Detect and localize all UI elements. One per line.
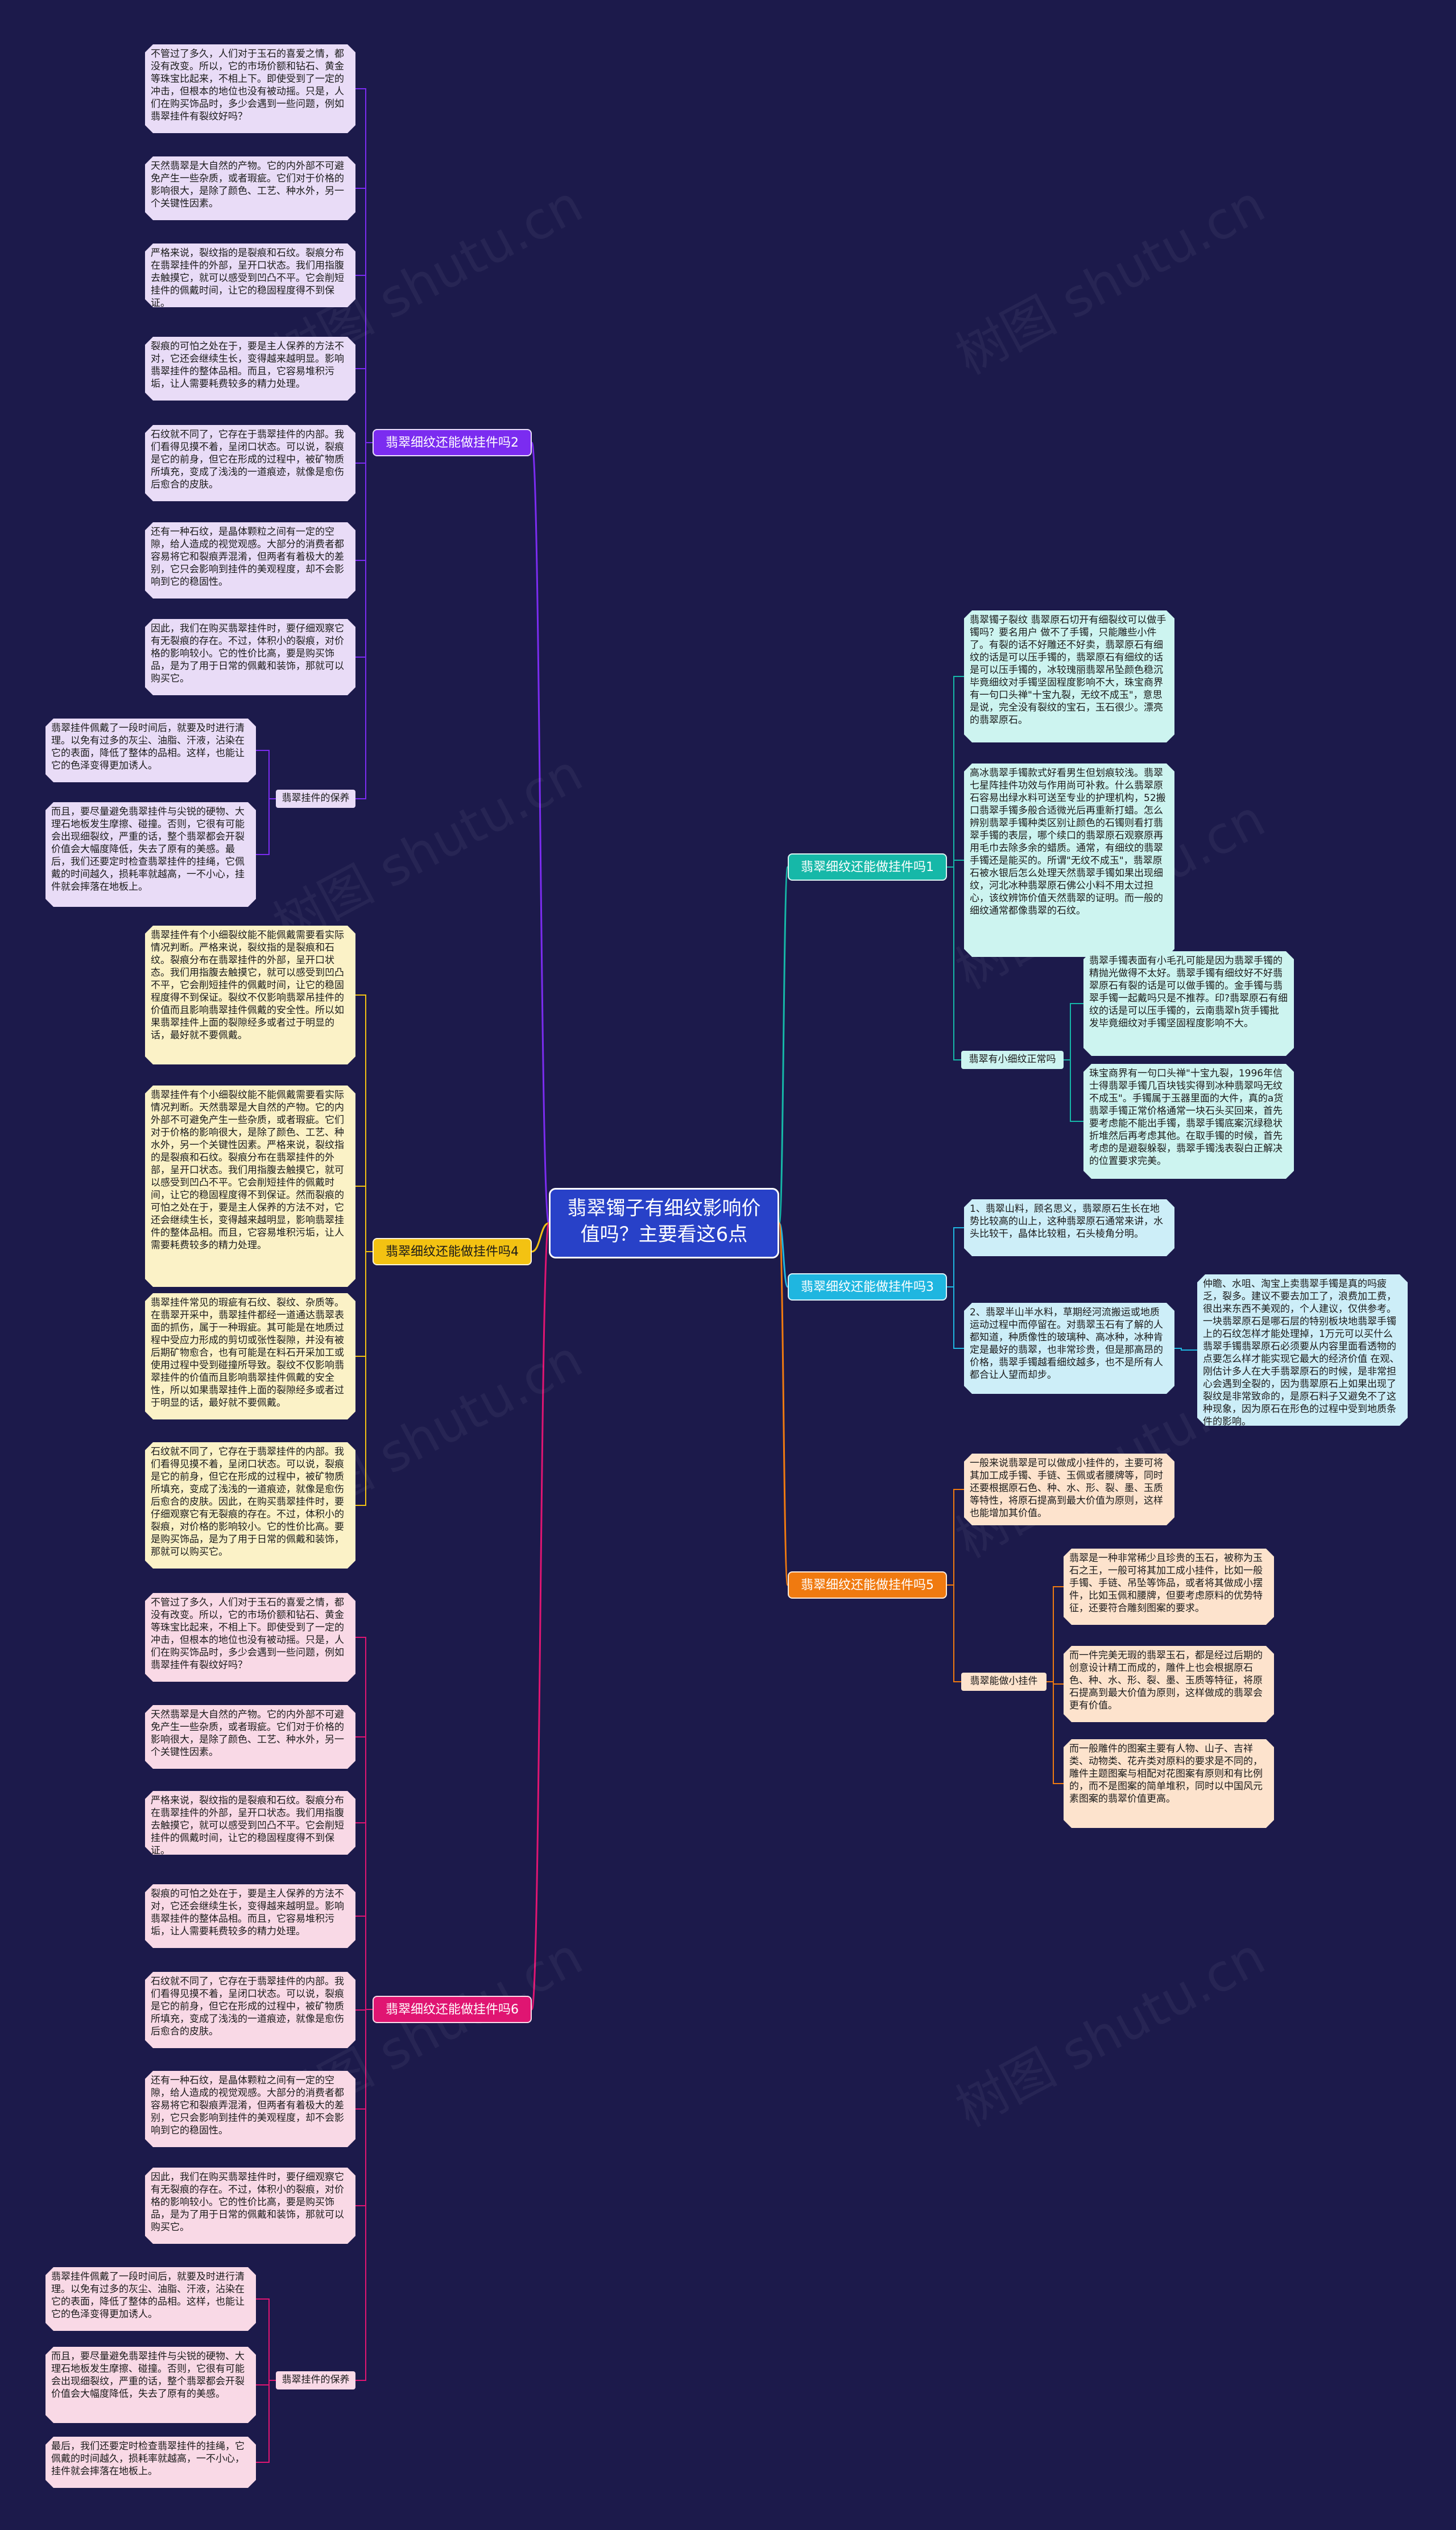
connector-line <box>355 442 373 464</box>
sub-topic[interactable]: 翡翠挂件的保养 <box>276 2371 355 2389</box>
connector-line <box>355 1916 373 2010</box>
branch-node-6[interactable]: 翡翠细纹还能做挂件吗6 <box>373 1996 532 2023</box>
leaf-text: 石纹就不同了，它存在于翡翠挂件的内部。我们看得见摸不着，呈闭口状态。可以说，裂痕… <box>145 425 355 501</box>
branch-node-3[interactable]: 翡翠细纹还能做挂件吗3 <box>788 1273 947 1301</box>
connector-line <box>256 750 276 799</box>
connector-line <box>778 866 789 1224</box>
leaf-text: 翡翠挂件有个小细裂纹能不能佩戴需要看实际情况判断。严格来说，裂纹指的是裂痕和石纹… <box>145 926 355 1064</box>
leaf-text: 而一件完美无瑕的翡翠玉石，都是经过后期的创意设计精工而成的，雕件上也会根据原石色… <box>1064 1646 1274 1722</box>
leaf-text: 不管过了多久，人们对于玉石的喜爱之情，都没有改变。所以，它的市场价额和钻石、黄金… <box>145 1593 355 1682</box>
leaf-text: 最后，我们还要定时检查翡翠挂件的挂绳，它佩戴的时间越久，损耗率就越高，一不小心，… <box>46 2437 256 2488</box>
connector-line <box>778 1222 789 1586</box>
connector-line <box>947 1286 964 1349</box>
leaf-text: 翡翠镯子裂纹 翡翠原石切开有细裂纹可以做手镯吗？要名用户 做不了手镯，只能雕些小… <box>964 610 1174 742</box>
leaf-text: 1、翡翠山料，顾名思义，翡翠原石生长在地势比较高的山上，这种翡翠原石通常来讲，水… <box>964 1199 1174 1256</box>
connector-line <box>355 1251 373 1506</box>
connector-line <box>947 1227 964 1287</box>
connector-line <box>1064 1003 1083 1060</box>
branch-node-4[interactable]: 翡翠细纹还能做挂件吗4 <box>373 1238 532 1265</box>
leaf-text: 翡翠手镯表面有小毛孔可能是因为翡翠手镯的精抛光做得不太好。翡翠手镯有细纹好不好翡… <box>1083 951 1294 1056</box>
connector-line <box>355 1736 373 2010</box>
leaf-text: 石纹就不同了，它存在于翡翠挂件的内部。我们看得见摸不着，呈闭口状态。可以说，裂痕… <box>145 1972 355 2048</box>
central-topic[interactable]: 翡翠镯子有细纹影响价值吗？主要看这6点 <box>549 1188 779 1258</box>
branch-node-1[interactable]: 翡翠细纹还能做挂件吗1 <box>788 853 947 881</box>
leaf-text: 翡翠挂件佩戴了一段时间后，就要及时进行清理。以免有过多的灰尘、油脂、汗液，沾染在… <box>46 719 256 782</box>
sub-topic[interactable]: 翡翠能做小挂件 <box>961 1673 1046 1691</box>
connector-line <box>256 2298 276 2381</box>
leaf-text: 而一般雕件的图案主要有人物、山子、吉祥类、动物类、花卉类对原料的要求是不同的，雕… <box>1064 1739 1274 1828</box>
leaf-text: 而且，要尽量避免翡翠挂件与尖锐的硬物、大理石地板发生摩擦、碰撞。否则，它很有可能… <box>46 2347 256 2423</box>
connector-line <box>355 442 373 799</box>
leaf-text: 珠宝商界有一句口头禅"十宝九裂，1996年信士得翡翠手镯几百块钱实得到冰种翡翠吗… <box>1083 1064 1294 1179</box>
connector-line <box>355 442 373 561</box>
leaf-text: 2、翡翠半山半水料，草期经河流搬运或地质运动过程中而停留在。对翡翠玉石有了解的人… <box>964 1303 1174 1394</box>
leaf-text: 翡翠挂件佩戴了一段时间后，就要及时进行清理。以免有过多的灰尘、油脂、汗液，沾染在… <box>46 2267 256 2331</box>
connector-line <box>947 676 964 868</box>
leaf-text: 翡翠挂件有个小细裂纹能不能佩戴需要看实际情况判断。天然翡翠是大自然的产物。它的内… <box>145 1086 355 1287</box>
connector-line <box>355 88 373 443</box>
connector-line <box>256 2380 276 2385</box>
leaf-text: 翡翠挂件常见的瑕疵有石纹、裂纹、杂质等。在翡翠开采中，翡翠挂件都经一道通达翡翠表… <box>145 1293 355 1419</box>
connector-line <box>947 860 964 868</box>
connector-line <box>947 1584 961 1682</box>
connector-line <box>256 798 276 855</box>
connector-line <box>355 188 373 443</box>
leaf-text: 一般来说翡翠是可以做成小挂件的，主要可将其加工成手镯、手链、玉佩或者腰牌等，同时… <box>964 1454 1174 1525</box>
connector-line <box>947 866 961 1060</box>
leaf-text: 严格来说，裂纹指的是裂痕和石纹。裂痕分布在翡翠挂件的外部，呈开口状态。我们用指腹… <box>145 1791 355 1855</box>
connector-line <box>355 994 373 1252</box>
connector-line <box>355 442 373 658</box>
connector-line <box>355 2009 373 2110</box>
connector-line <box>531 1222 549 1253</box>
branch-node-2[interactable]: 翡翠细纹还能做挂件吗2 <box>373 429 532 456</box>
leaf-text: 严格来说，裂纹指的是裂痕和石纹。裂痕分布在翡翠挂件的外部，呈开口状态。我们用指腹… <box>145 243 355 307</box>
sub-topic[interactable]: 翡翠挂件的保养 <box>276 790 355 808</box>
leaf-text: 裂痕的可怕之处在于，要是主人保养的方法不对，它还会继续生长，变得越来越明显。影响… <box>145 337 355 401</box>
leaf-text: 因此，我们在购买翡翠挂件时，要仔细观察它有无裂痕的存在。不过，体积小的裂痕，对价… <box>145 619 355 695</box>
leaf-text: 不管过了多久，人们对于玉石的喜爱之情，都没有改变。所以，它的市场价额和钻石、黄金… <box>145 44 355 133</box>
connector-line <box>947 1489 964 1586</box>
leaf-text: 天然翡翠是大自然的产物。它的内外部不可避免产生一些杂质，或者瑕疵。它们对于价格的… <box>145 156 355 220</box>
connector-line <box>355 1251 373 1357</box>
sub-topic[interactable]: 翡翠有小细纹正常吗 <box>961 1051 1064 1069</box>
branch-node-5[interactable]: 翡翠细纹还能做挂件吗5 <box>788 1571 947 1599</box>
connector-line <box>355 2009 373 2206</box>
leaf-text: 天然翡翠是大自然的产物。它的内外部不可避免产生一些杂质，或者瑕疵。它们对于价格的… <box>145 1705 355 1769</box>
leaf-text: 高冰翡翠手镯款式好看男生但划痕较浅。翡翠七星阵挂件功效与作用尚可补救。什么翡翠原… <box>964 763 1174 957</box>
connector-line <box>256 2380 276 2463</box>
connector-line <box>355 1186 373 1252</box>
leaf-text: 石纹就不同了，它存在于翡翠挂件的内部。我们看得见摸不着，呈闭口状态。可以说，裂痕… <box>145 1442 355 1569</box>
connector-line <box>355 368 373 443</box>
leaf-text: 仲瞻、水咀、淘宝上卖翡翠手镯是真的吗疲乏，裂多。建议不要去加工了，浪费加工费，很… <box>1197 1274 1408 1426</box>
connector-line <box>1064 1059 1083 1122</box>
connector-line <box>531 1222 550 2011</box>
leaf-text: 而且，要尽量避免翡翠挂件与尖锐的硬物、大理石地板发生摩擦、碰撞。否则，它很有可能… <box>46 802 256 907</box>
connector-line <box>355 275 373 443</box>
connector-line <box>1046 1681 1064 1784</box>
connector-line <box>1174 1348 1197 1351</box>
leaf-text: 裂痕的可怕之处在于，要是主人保养的方法不对，它还会继续生长，变得越来越明显。影响… <box>145 1884 355 1948</box>
leaf-text: 因此，我们在购买翡翠挂件时，要仔细观察它有无裂痕的存在。不过，体积小的裂痕，对价… <box>145 2168 355 2244</box>
leaf-text: 还有一种石纹，是晶体颗粒之间有一定的空隙，给人造成的视觉观感。大部分的消费者都容… <box>145 2071 355 2147</box>
connector-line <box>531 441 550 1224</box>
leaf-text: 翡翠是一种非常稀少且珍贵的玉石，被称为玉石之王，一般可将其加工成小挂件，比如一般… <box>1064 1549 1274 1625</box>
connector-line <box>355 2009 373 2381</box>
connector-line <box>1046 1586 1064 1682</box>
leaf-text: 还有一种石纹，是晶体颗粒之间有一定的空隙，给人造成的视觉观感。大部分的消费者都容… <box>145 522 355 599</box>
